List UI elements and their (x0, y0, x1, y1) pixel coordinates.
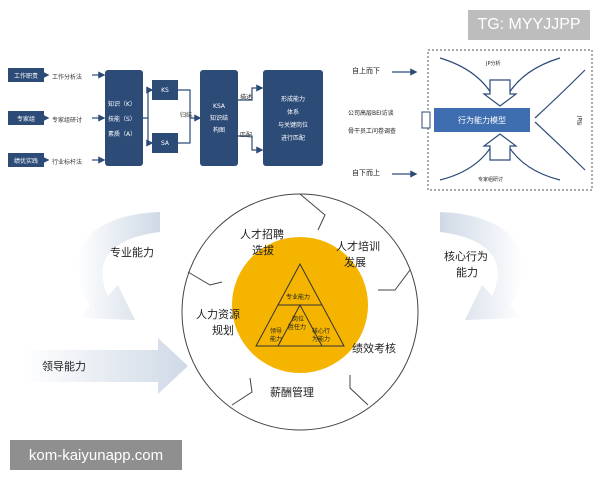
ks-box: KS (152, 80, 178, 100)
left-ability-label-1: 领导 (270, 328, 283, 335)
salary-label: 薪酬管理 (270, 386, 314, 399)
ksa-model-line: 构图 (212, 126, 225, 134)
top-down-label: 自上而下 (352, 67, 380, 75)
watermark-top-text: TG: MYYJJPP (477, 16, 581, 33)
source-label: 专家组 (16, 115, 35, 123)
match-label: 匹配 (240, 132, 253, 139)
recruit-label-1: 人才招聘 (240, 228, 284, 241)
source-expert-group: 专家组 (8, 111, 44, 125)
interview-label: 公司高层BEI访谈 (348, 110, 394, 117)
result-line: 与关键岗位 (277, 122, 308, 129)
left-curved-arrow (76, 212, 160, 320)
planning-label-1: 人力资源 (196, 308, 240, 321)
bottom-group-label: 专家组研讨 (478, 177, 504, 183)
source-best-practice: 绩优实践 (8, 153, 44, 167)
center-label-1: 岗位 (292, 316, 305, 323)
behavior-model-label: 行为能力模型 (458, 115, 506, 125)
method-expert-discussion: 专家组研讨 (52, 117, 83, 124)
watermark-bottom: kom-kaiyunapp.com (10, 440, 182, 470)
ks-label: KS (161, 86, 169, 94)
triangle-top-label: 专业能力 (286, 294, 311, 301)
ksa-box: 知识（K） 技能（S） 素质（A） (105, 70, 143, 166)
method-work-analysis: 工作分析法 (52, 74, 83, 81)
source-label: 工作职责 (13, 72, 38, 80)
train-label-2: 发展 (344, 256, 366, 269)
behavior-model-box: 行为能力模型 (434, 108, 530, 132)
leadership-ability-label: 领导能力 (42, 360, 86, 373)
ksa-knowledge: 知识（K） (108, 100, 136, 108)
describe-label: 描述 (240, 94, 253, 101)
sa-box: SA (152, 133, 178, 153)
side-label: JP研 (576, 116, 582, 126)
ksa-model-box: KSA 知识结 构图 (200, 70, 238, 166)
top-analysis-label: JP分析 (486, 61, 501, 67)
planning-label-2: 规划 (212, 324, 234, 337)
ksa-skill: 技能（S） (108, 115, 136, 123)
result-line: 形成能力 (280, 96, 305, 103)
result-line: 进行匹配 (280, 135, 305, 142)
leadership-arrow (22, 338, 188, 394)
core-behavior-label-2: 能力 (456, 266, 478, 279)
ksa-model-line: 知识结 (209, 114, 228, 122)
bottom-up-label: 自下而上 (352, 169, 380, 177)
performance-label: 绩效考核 (352, 342, 396, 355)
summary-label: 归结 (180, 112, 193, 119)
result-box: 形成能力 体系 与关键岗位 进行匹配 (263, 70, 323, 166)
watermark-top: TG: MYYJJPP (468, 10, 590, 40)
right-ability-label-1: 核心行 (312, 328, 331, 335)
watermark-bottom-text: kom-kaiyunapp.com (28, 446, 164, 464)
right-ability-label-2: 为能力 (312, 336, 331, 343)
center-label-2: 胜任力 (288, 324, 307, 331)
source-label: 绩优实践 (13, 157, 38, 165)
recruit-label-2: 选拔 (252, 244, 274, 257)
left-ability-label-2: 能力 (270, 336, 283, 343)
core-behavior-label-1: 核心行为 (444, 250, 488, 263)
ksa-model-line: KSA (213, 102, 225, 110)
method-industry-benchmark: 行业标杆法 (52, 159, 83, 166)
source-work-duties: 工作职责 (8, 68, 44, 82)
result-line: 体系 (286, 109, 299, 116)
train-label-1: 人才培训 (336, 240, 380, 253)
sa-label: SA (160, 139, 170, 147)
survey-label: 骨干员工问卷调查 (348, 128, 397, 135)
right-curved-arrow (440, 212, 524, 320)
professional-ability-label: 专业能力 (110, 246, 154, 259)
ksa-attribute: 素质（A） (108, 130, 137, 138)
